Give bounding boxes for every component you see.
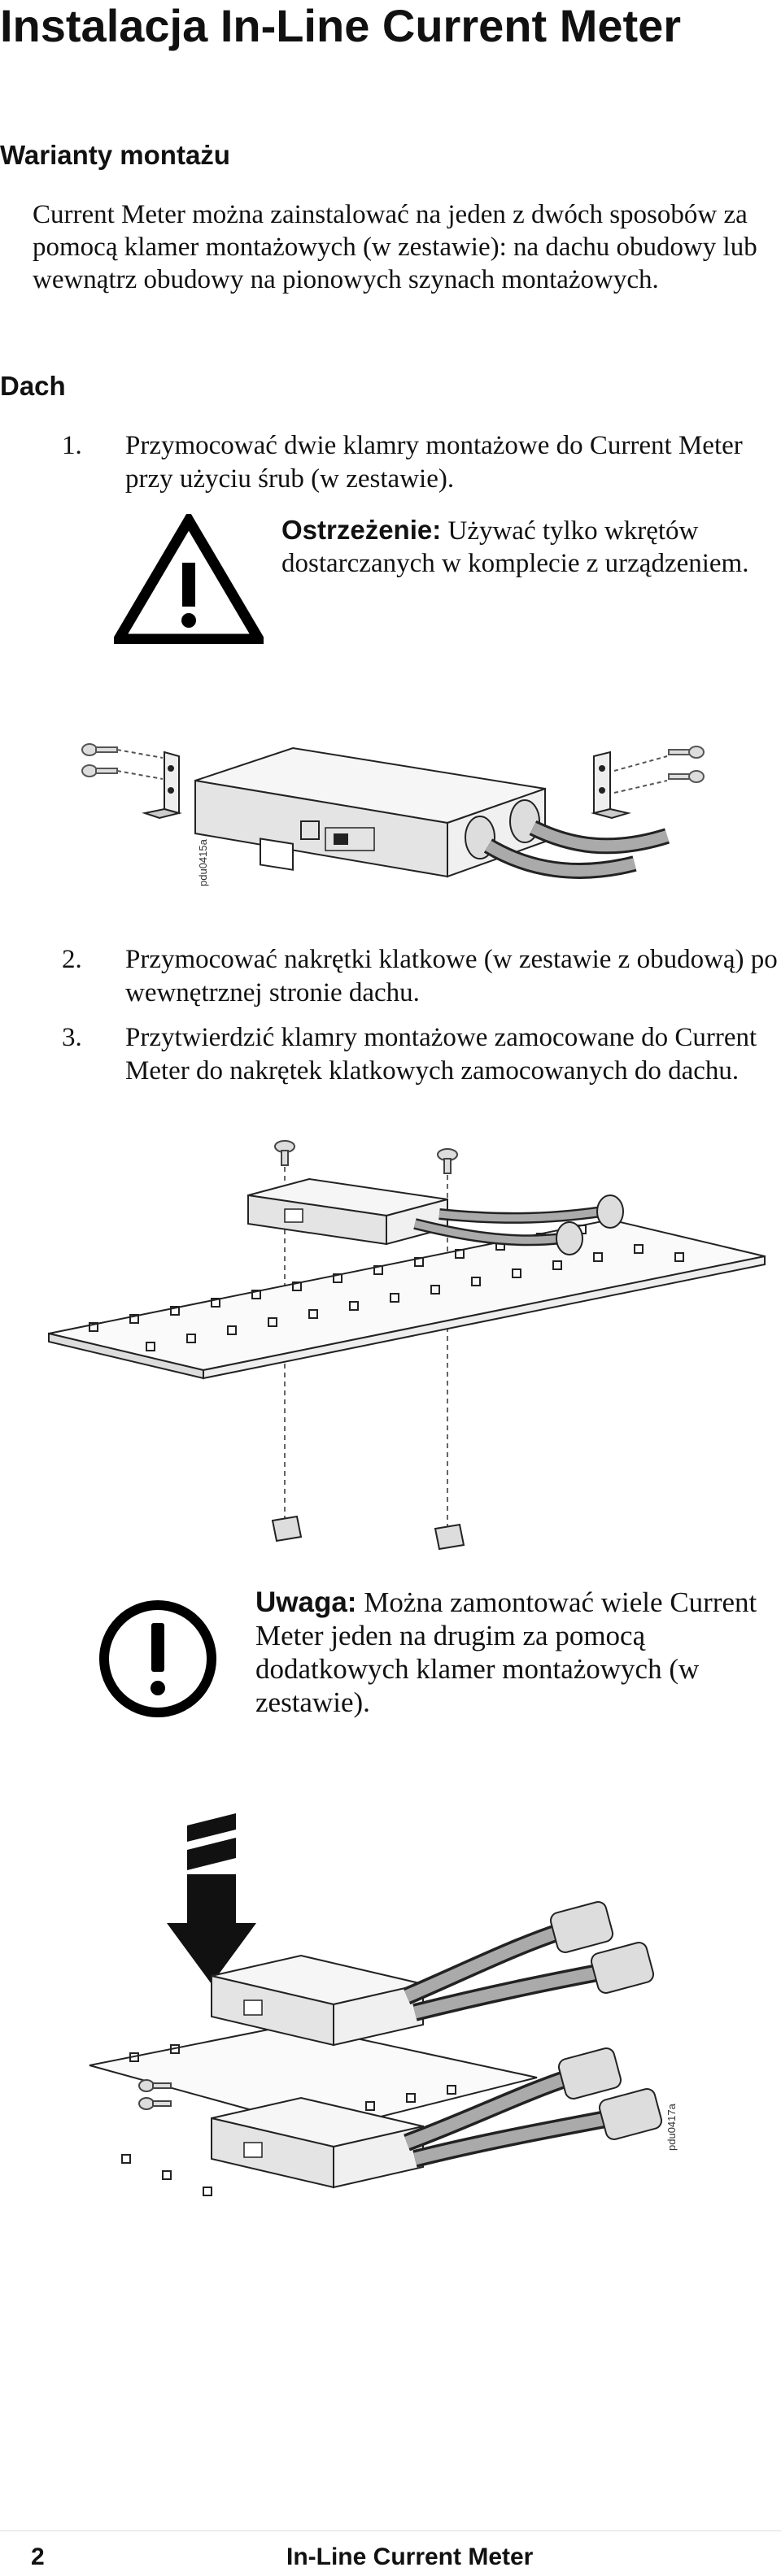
footer-rule xyxy=(0,2530,781,2531)
step-3: 3. Przytwierdzić klamry montażowe zamoco… xyxy=(62,1021,781,1088)
warning-triangle-icon xyxy=(114,514,264,644)
step-text: Przymocować dwie klamry montażowe do Cur… xyxy=(125,431,743,494)
step-number: 3. xyxy=(62,1023,82,1052)
warning-block: Ostrzeżenie: Używać tylko wkrętów dostar… xyxy=(114,514,781,644)
warning-body: Używać tylko wkrętów dostarczanych w kom… xyxy=(281,516,749,578)
section-heading: Warianty montażu xyxy=(0,140,230,170)
warning-text: Ostrzeżenie: Używać tylko wkrętów dostar… xyxy=(281,514,781,580)
step-text: Przytwierdzić klamry montażowe zamocowan… xyxy=(125,1023,757,1086)
page-title: Instalacja In-Line Current Meter xyxy=(0,0,682,51)
note-body: Można zamontować wiele Current Meter jed… xyxy=(255,1586,757,1718)
exclamation-circle-icon xyxy=(99,1600,216,1717)
page-number: 2 xyxy=(31,2543,45,2570)
note-text: Uwaga: Można zamontować wiele Current Me… xyxy=(255,1586,781,1719)
step-number: 1. xyxy=(62,431,82,460)
intro-paragraph: Current Meter można zainstalować na jede… xyxy=(33,200,757,294)
figure-label: pdu0417a xyxy=(665,2103,678,2151)
figure-roof-mounting xyxy=(48,1140,766,1551)
footer-title: In-Line Current Meter xyxy=(286,2543,534,2570)
warning-lead: Ostrzeżenie: xyxy=(281,515,442,545)
step-1: 1. Przymocować dwie klamry montażowe do … xyxy=(62,429,781,496)
step-text: Przymocować nakrętki klatkowe (w zestawi… xyxy=(125,945,778,1007)
figure-label: pdu0415a xyxy=(197,838,209,886)
note-block: Uwaga: Można zamontować wiele Current Me… xyxy=(98,1586,781,1732)
roof-heading: Dach xyxy=(0,371,66,401)
figure-bracket-mounting: pdu0415a xyxy=(81,743,705,886)
step-2: 2. Przymocować nakrętki klatkowe (w zest… xyxy=(62,943,781,1010)
figure-stacked-mounting: pdu0417a xyxy=(89,1813,678,2196)
step-number: 2. xyxy=(62,945,82,974)
note-lead: Uwaga: xyxy=(255,1586,357,1618)
